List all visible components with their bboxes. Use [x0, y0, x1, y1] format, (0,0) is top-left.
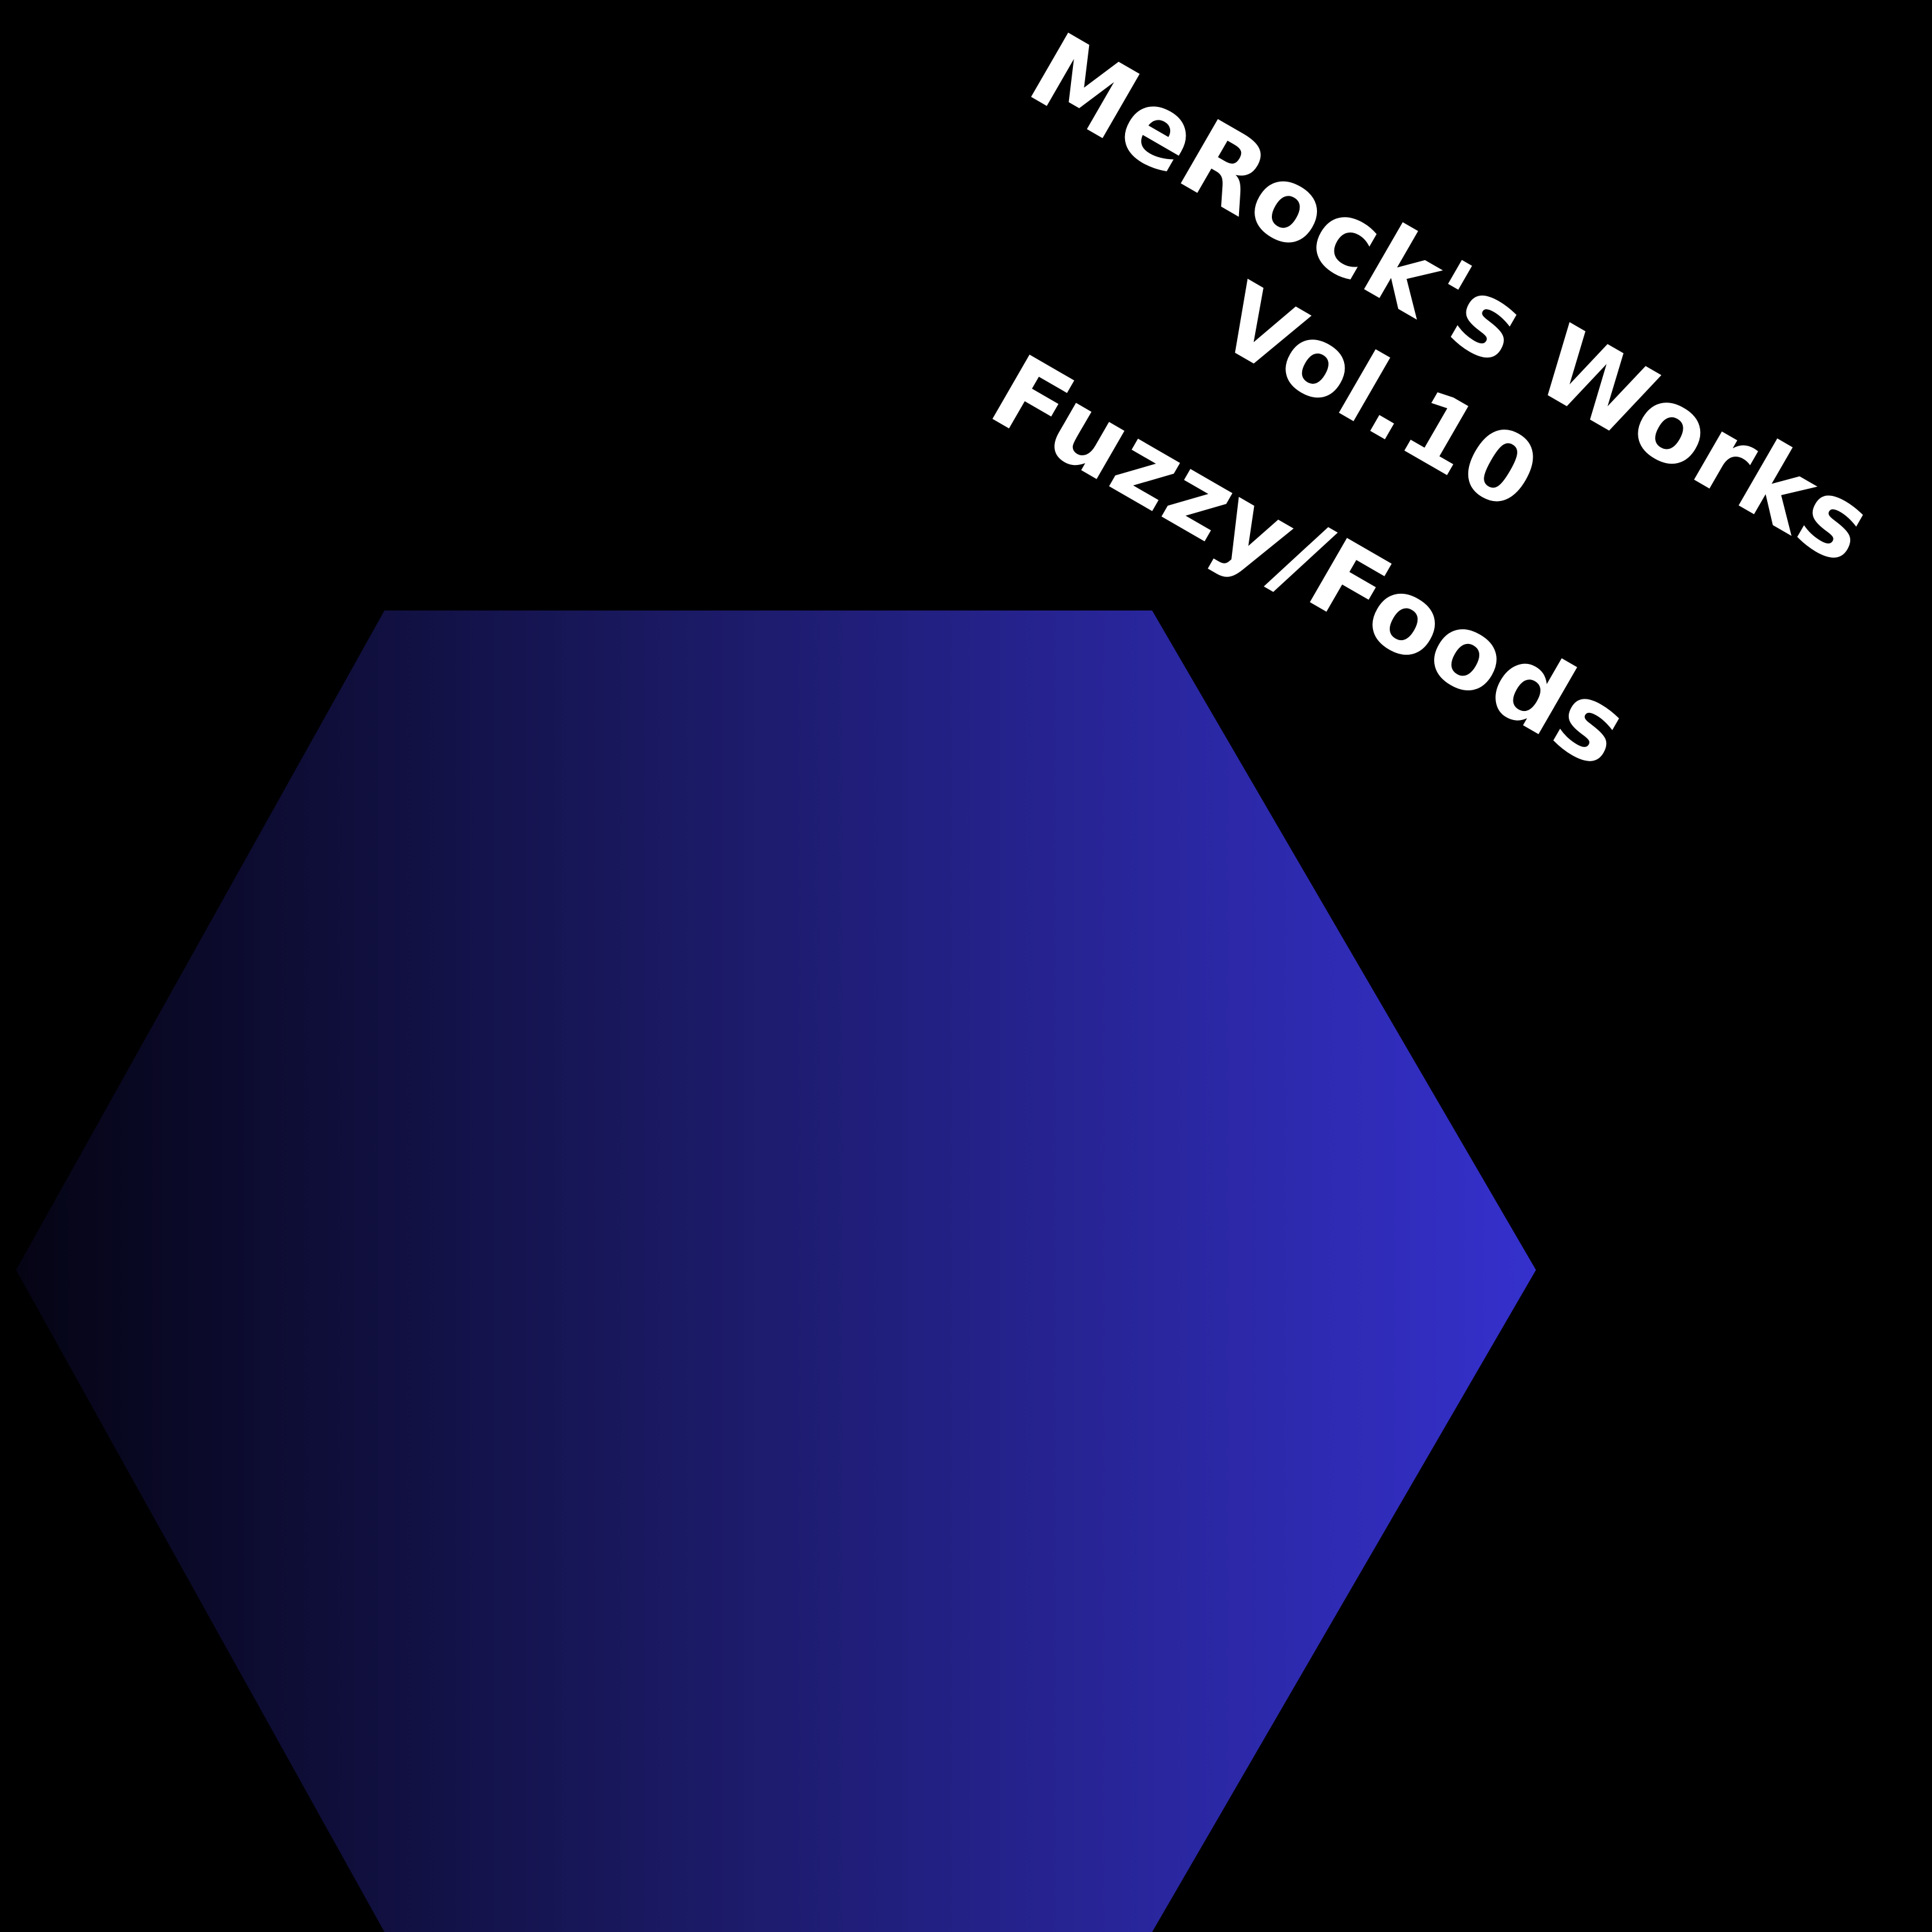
hexagon-polygon	[16, 611, 1536, 1932]
